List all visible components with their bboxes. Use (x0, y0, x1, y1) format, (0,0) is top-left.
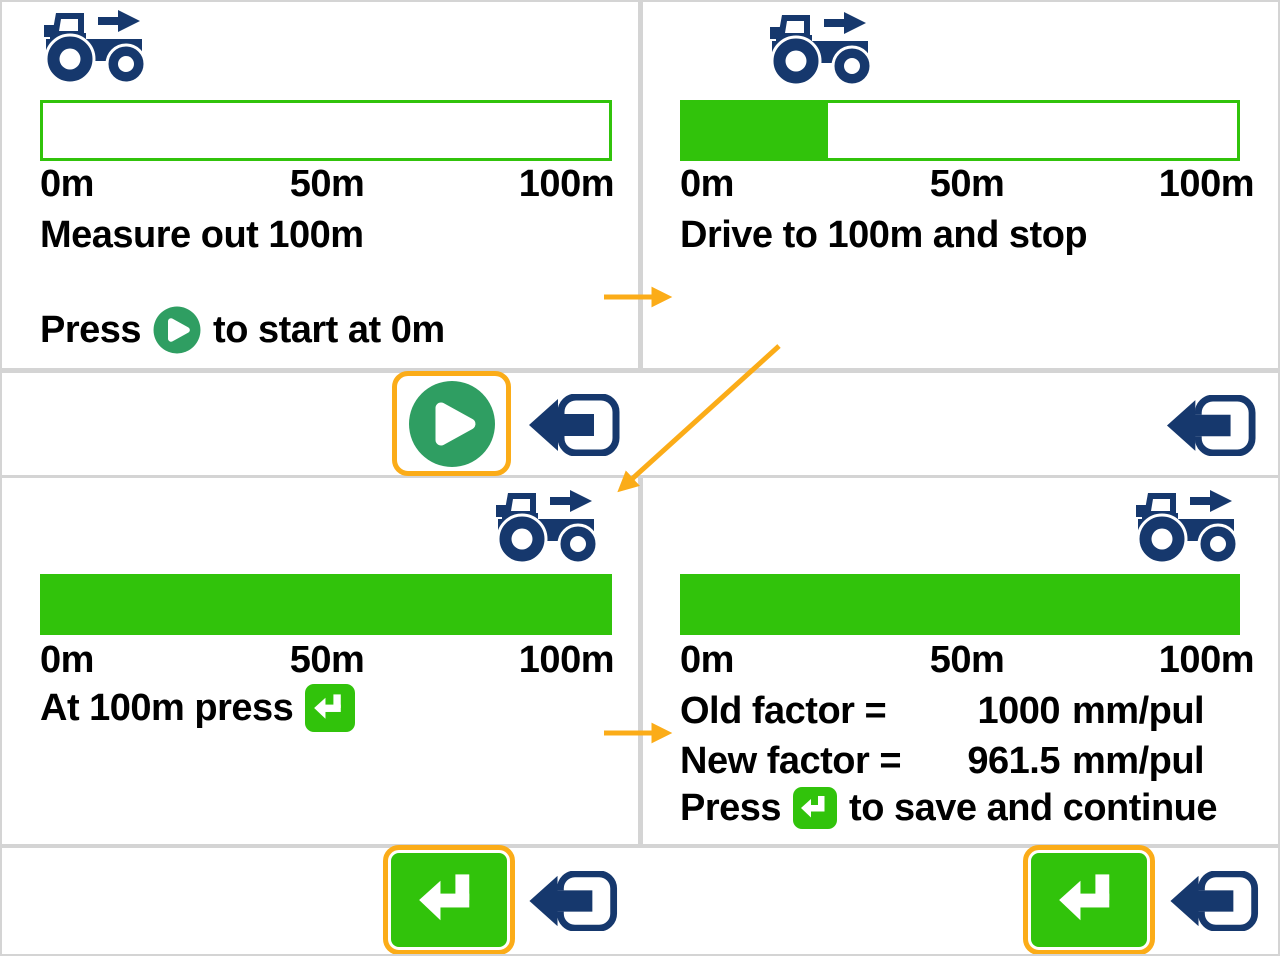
press-hint-row: Press to save and continue (680, 784, 1218, 832)
play-icon (153, 306, 201, 354)
tractor-icon (1132, 488, 1244, 566)
press-hint-prefix: Press (40, 309, 142, 351)
old-factor-unit: mm/pul (1072, 690, 1205, 732)
scale-label-100m: 100m (1158, 639, 1255, 681)
exit-button[interactable] (527, 871, 619, 931)
scale-label-0m: 0m (680, 639, 734, 681)
scale-label-0m: 0m (680, 163, 734, 205)
distance-scale: 0m 50m 100m (680, 638, 1255, 682)
old-factor-row: Old factor = 1000 mm/pul (680, 688, 1205, 734)
enter-icon (305, 684, 356, 732)
exit-arrow-icon (1170, 871, 1259, 931)
press-hint-row: Press to start at 0m (40, 306, 445, 354)
instruction-text: Drive to 100m and stop (680, 214, 1088, 256)
divider-horizontal-2 (0, 475, 1280, 478)
progress-bar (40, 100, 612, 161)
distance-scale: 0m 50m 100m (40, 638, 615, 682)
progress-fill (682, 102, 829, 159)
panel-step4: 0m 50m 100m Old factor = 1000 mm/pul New… (643, 478, 1280, 844)
press-hint-row: At 100m press (40, 684, 356, 732)
panel-step3: 0m 50m 100m At 100m press (0, 478, 637, 844)
flow-arrow-step2-to-step3 (600, 336, 790, 508)
progress-fill (682, 576, 1238, 631)
tractor-icon (766, 10, 878, 88)
flow-arrow-step3-to-step4 (600, 719, 686, 747)
exit-arrow-icon (529, 871, 618, 931)
enter-accept-button[interactable] (383, 845, 515, 955)
scale-label-0m: 0m (40, 163, 94, 205)
press-hint-suffix: to save and continue (849, 787, 1218, 829)
distance-scale: 0m 50m 100m (40, 162, 615, 206)
press-hint-prefix: At 100m press (40, 687, 294, 729)
exit-arrow-icon (529, 394, 620, 456)
exit-button[interactable] (1166, 395, 1256, 456)
new-factor-label: New factor = (680, 740, 902, 782)
exit-button[interactable] (528, 394, 620, 456)
progress-bar (680, 574, 1240, 635)
tractor-icon (492, 488, 604, 566)
progress-fill (42, 576, 610, 631)
distance-scale: 0m 50m 100m (680, 162, 1255, 206)
scale-label-100m: 100m (518, 163, 615, 205)
enter-icon (1031, 853, 1147, 947)
divider-vertical-top (638, 0, 643, 370)
tractor-icon (40, 8, 152, 86)
old-factor-label: Old factor = (680, 690, 887, 732)
new-factor-unit: mm/pul (1072, 740, 1205, 782)
scale-label-100m: 100m (518, 639, 615, 681)
divider-horizontal-3 (0, 844, 1280, 848)
scale-label-50m: 50m (289, 163, 365, 205)
exit-arrow-icon (1166, 395, 1256, 456)
new-factor-row: New factor = 961.5 mm/pul (680, 738, 1205, 784)
enter-icon (793, 787, 838, 829)
scale-label-50m: 50m (289, 639, 365, 681)
press-hint-suffix: to start at 0m (213, 309, 445, 351)
scale-label-100m: 100m (1158, 163, 1255, 205)
play-icon (408, 380, 495, 467)
panel-step1: 0m 50m 100m Measure out 100m Press to st… (0, 0, 637, 368)
panel-step2: 0m 50m 100m Drive to 100m and stop (643, 0, 1280, 368)
divider-vertical-bottom (638, 477, 643, 845)
flow-arrow-step1-to-step2 (600, 283, 686, 311)
start-button[interactable] (392, 371, 511, 476)
exit-button[interactable] (1168, 871, 1260, 931)
scale-label-50m: 50m (929, 639, 1005, 681)
scale-label-0m: 0m (40, 639, 94, 681)
new-factor-value: 961.5 (967, 740, 1060, 782)
progress-bar (40, 574, 612, 635)
enter-accept-button[interactable] (1023, 845, 1155, 955)
progress-bar (680, 100, 1240, 161)
divider-horizontal-1 (0, 368, 1280, 373)
press-hint-prefix: Press (680, 787, 782, 829)
enter-icon (391, 853, 507, 947)
old-factor-value: 1000 (977, 690, 1060, 732)
scale-label-50m: 50m (929, 163, 1005, 205)
instruction-text: Measure out 100m (40, 214, 364, 256)
